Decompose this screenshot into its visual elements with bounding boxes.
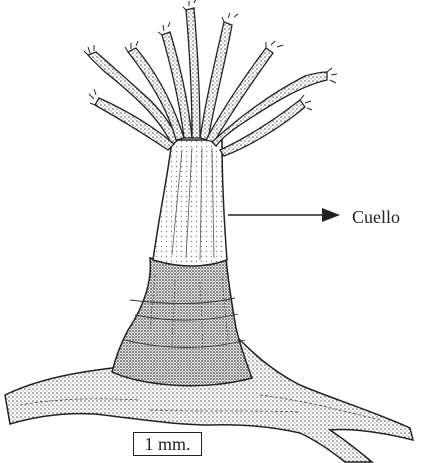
tentacle-crown xyxy=(88,8,327,156)
neck-column xyxy=(153,140,227,266)
neck-label: Cuello xyxy=(352,207,400,228)
basal-sheath xyxy=(112,258,252,386)
neck-pointer-arrow xyxy=(228,208,340,222)
scale-bar-label: 1 mm. xyxy=(133,432,202,456)
